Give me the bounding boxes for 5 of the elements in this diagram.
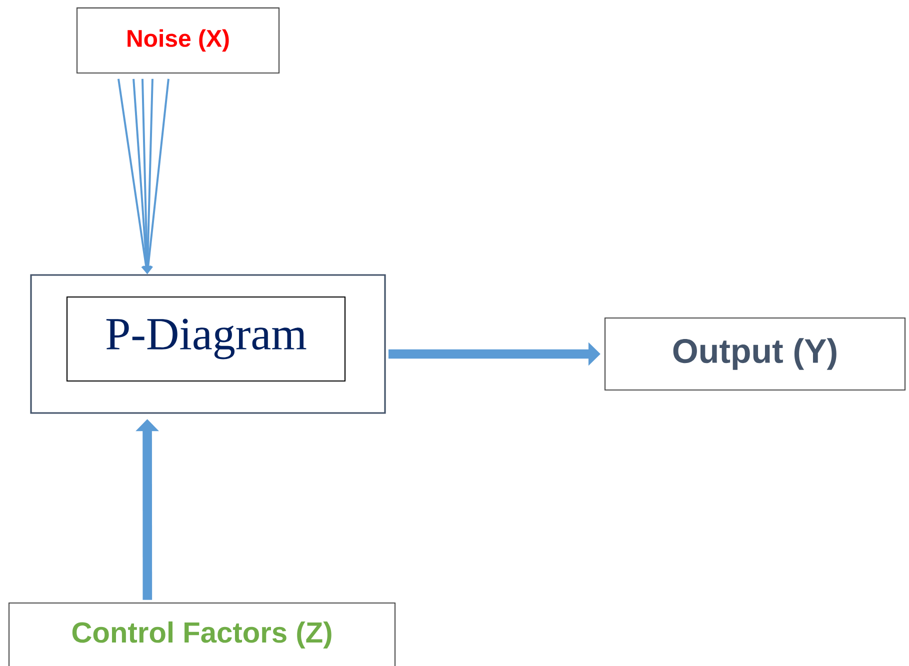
output-box: Output (Y)	[604, 317, 906, 391]
system-box	[30, 274, 386, 414]
process-box: P-Diagram	[66, 296, 346, 382]
control-factors-box: Control Factors (Z)	[8, 602, 396, 666]
noise-box: Noise (X)	[76, 7, 280, 74]
